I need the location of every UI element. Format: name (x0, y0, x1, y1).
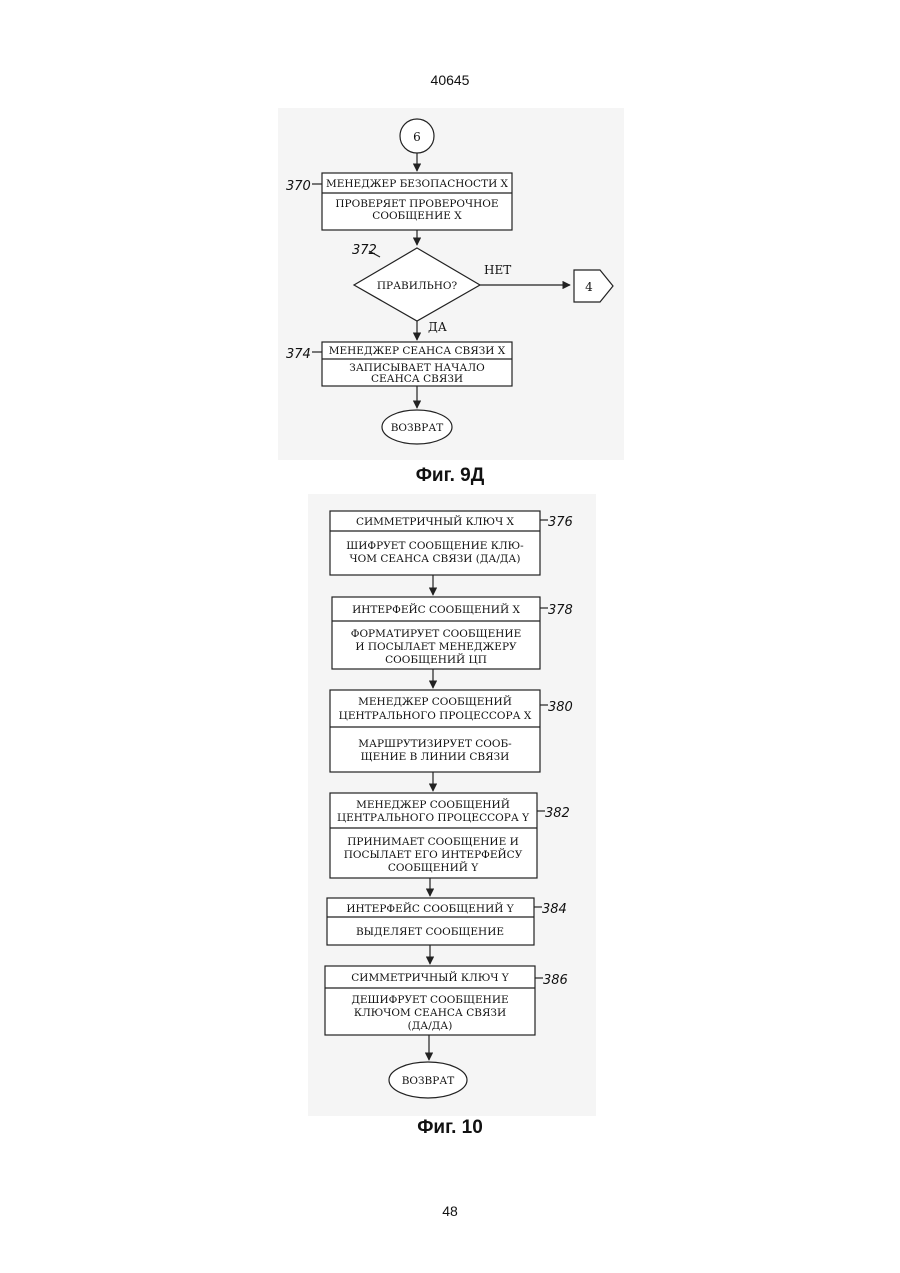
step-384-body-1: ВЫДЕЛЯЕТ СООБЩЕНИЕ (356, 926, 504, 938)
step-380-title-1: МЕНЕДЖЕР СООБЩЕНИЙ (358, 694, 512, 708)
terminal-9d-label: ВОЗВРАТ (391, 422, 444, 434)
step-378-body-3: СООБЩЕНИЙ ЦП (385, 652, 487, 666)
step-380: МЕНЕДЖЕР СООБЩЕНИЙ ЦЕНТРАЛЬНОГО ПРОЦЕССО… (330, 690, 573, 772)
step-374-body-2: СЕАНСА СВЯЗИ (371, 373, 463, 385)
step-370-title: МЕНЕДЖЕР БЕЗОПАСНОСТИ X (326, 178, 509, 190)
connector-out-4: 4 (574, 270, 613, 302)
step-382-body-1: ПРИНИМАЕТ СООБЩЕНИЕ И (347, 836, 519, 848)
terminal-9d: ВОЗВРАТ (382, 410, 452, 444)
step-386-body-2: КЛЮЧОМ СЕАНСА СВЯЗИ (354, 1007, 506, 1019)
decision-372-no-label: НЕТ (484, 263, 511, 277)
step-370-body-1: ПРОВЕРЯЕТ ПРОВЕРОЧНОЕ (335, 198, 498, 210)
step-386-title: СИММЕТРИЧНЫЙ КЛЮЧ Y (351, 970, 510, 984)
step-376-title: СИММЕТРИЧНЫЙ КЛЮЧ X (356, 514, 515, 528)
step-374: МЕНЕДЖЕР СЕАНСА СВЯЗИ X ЗАПИСЫВАЕТ НАЧАЛ… (286, 342, 512, 386)
decision-372-yes-label: ДА (428, 320, 447, 334)
decision-372-ref: 372 (352, 243, 377, 258)
step-376-ref: 376 (548, 515, 573, 530)
figure-9d: 6 МЕНЕДЖЕР БЕЗОПАСНОСТИ X ПРОВЕРЯЕТ ПРОВ… (286, 119, 613, 444)
step-378-ref: 378 (548, 603, 573, 618)
step-380-body-1: МАРШРУТИЗИРУЕТ СООБ- (358, 738, 512, 750)
step-378: ИНТЕРФЕЙС СООБЩЕНИЙ X ФОРМАТИРУЕТ СООБЩЕ… (332, 597, 573, 669)
step-382: МЕНЕДЖЕР СООБЩЕНИЙ ЦЕНТРАЛЬНОГО ПРОЦЕССО… (330, 793, 570, 878)
svg-text:6: 6 (413, 130, 421, 144)
step-382-ref: 382 (545, 806, 570, 821)
svg-text:4: 4 (585, 280, 593, 294)
step-376: СИММЕТРИЧНЫЙ КЛЮЧ X ШИФРУЕТ СООБЩЕНИЕ КЛ… (330, 511, 573, 575)
step-382-body-2: ПОСЫЛАЕТ ЕГО ИНТЕРФЕЙСУ (344, 847, 523, 861)
step-386-body-3: (ДА/ДА) (408, 1020, 453, 1032)
step-376-body-2: ЧОМ СЕАНСА СВЯЗИ (ДА/ДА) (350, 553, 521, 565)
step-386-body-1: ДЕШИФРУЕТ СООБЩЕНИЕ (351, 994, 508, 1006)
connector-in-6: 6 (400, 119, 434, 153)
decision-372-question: ПРАВИЛЬНО? (377, 280, 458, 292)
step-374-title: МЕНЕДЖЕР СЕАНСА СВЯЗИ X (329, 345, 506, 357)
step-370-body-2: СООБЩЕНИЕ X (372, 210, 462, 222)
decision-372: ПРАВИЛЬНО? 372 НЕТ ДА (352, 243, 511, 334)
step-374-ref: 374 (286, 347, 311, 362)
step-380-ref: 380 (548, 700, 573, 715)
step-380-body-2: ЩЕНИЕ В ЛИНИИ СВЯЗИ (361, 751, 510, 763)
step-384: ИНТЕРФЕЙС СООБЩЕНИЙ Y ВЫДЕЛЯЕТ СООБЩЕНИЕ… (327, 898, 567, 945)
step-384-title: ИНТЕРФЕЙС СООБЩЕНИЙ Y (346, 901, 514, 915)
step-384-ref: 384 (542, 902, 567, 917)
step-386-ref: 386 (543, 973, 568, 988)
step-386: СИММЕТРИЧНЫЙ КЛЮЧ Y ДЕШИФРУЕТ СООБЩЕНИЕ … (325, 966, 568, 1035)
figure-10: СИММЕТРИЧНЫЙ КЛЮЧ X ШИФРУЕТ СООБЩЕНИЕ КЛ… (325, 511, 573, 1098)
step-376-body-1: ШИФРУЕТ СООБЩЕНИЕ КЛЮ- (346, 540, 524, 552)
terminal-10: ВОЗВРАТ (389, 1062, 467, 1098)
step-380-title-2: ЦЕНТРАЛЬНОГО ПРОЦЕССОРА X (339, 710, 532, 722)
step-382-body-3: СООБЩЕНИЙ Y (388, 860, 479, 874)
step-382-title-2: ЦЕНТРАЛЬНОГО ПРОЦЕССОРА Y (337, 812, 530, 824)
step-378-body-1: ФОРМАТИРУЕТ СООБЩЕНИЕ (351, 628, 522, 640)
step-378-title: ИНТЕРФЕЙС СООБЩЕНИЙ X (352, 602, 520, 616)
terminal-10-label: ВОЗВРАТ (402, 1075, 455, 1087)
step-382-title-1: МЕНЕДЖЕР СООБЩЕНИЙ (356, 797, 510, 811)
step-378-body-2: И ПОСЫЛАЕТ МЕНЕДЖЕРУ (355, 641, 517, 653)
step-370-ref: 370 (286, 179, 311, 194)
step-370: МЕНЕДЖЕР БЕЗОПАСНОСТИ X ПРОВЕРЯЕТ ПРОВЕР… (286, 173, 512, 230)
